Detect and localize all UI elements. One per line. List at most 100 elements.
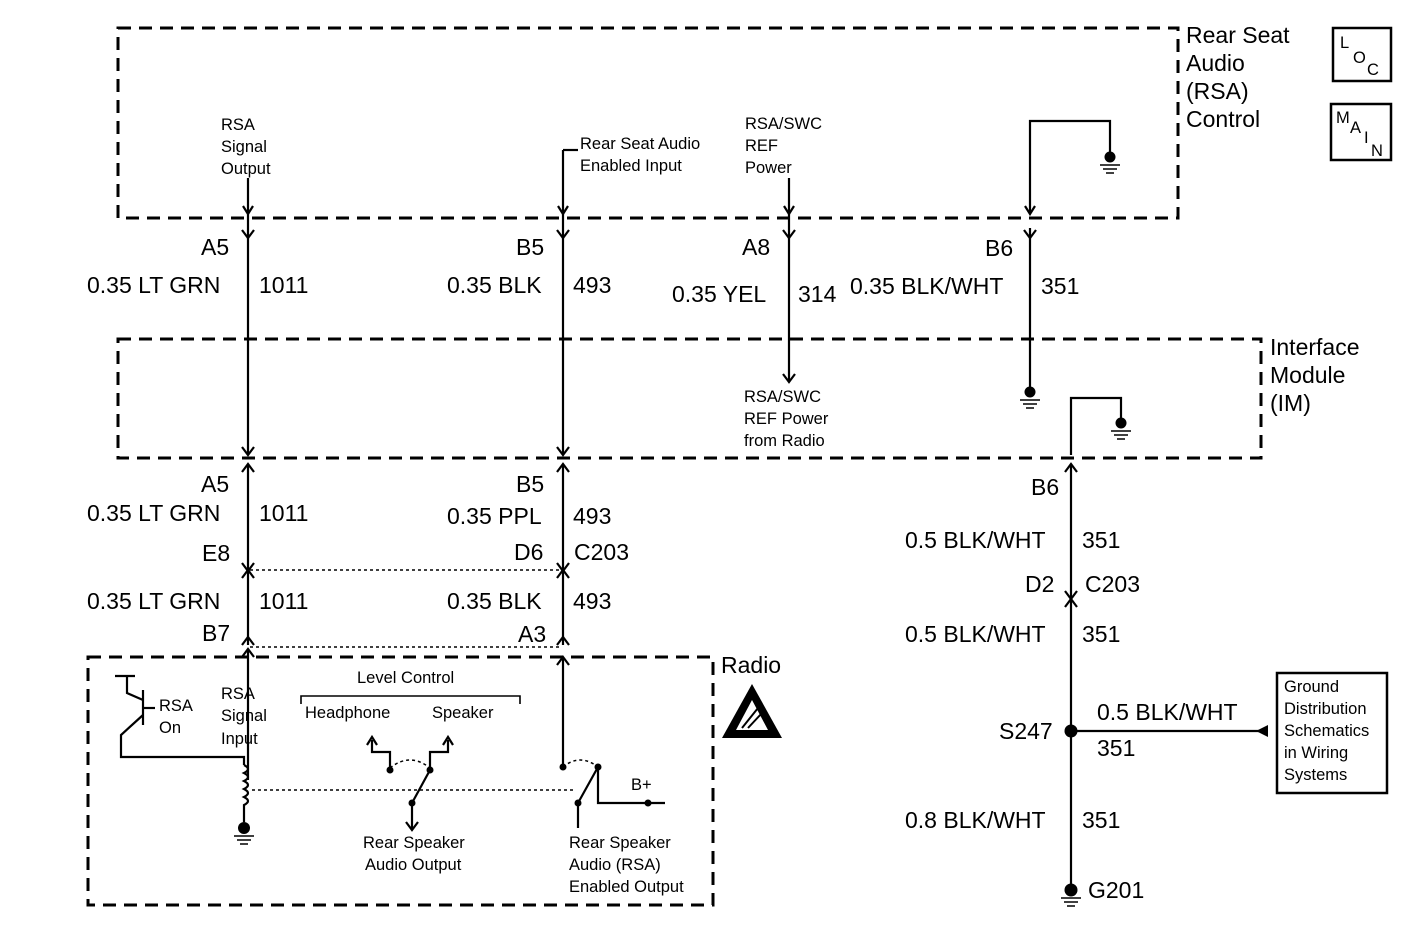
svg-text:C203: C203 — [1085, 571, 1140, 597]
svg-text:RSA/SWC: RSA/SWC — [745, 115, 822, 133]
circuit-b5-upper: B5 0.35 BLK 493 — [447, 234, 611, 298]
svg-text:RSA/SWC: RSA/SWC — [744, 388, 821, 406]
rsa-internal-ground-icon — [1028, 119, 1120, 212]
svg-text:L: L — [1340, 34, 1349, 52]
svg-text:0.35 BLK: 0.35 BLK — [447, 272, 542, 298]
rsa-enabled-input-label: Rear Seat Audio Enabled Input — [580, 135, 700, 175]
rsa-control-box — [116, 26, 1180, 220]
svg-text:D6: D6 — [514, 539, 543, 565]
svg-text:Module: Module — [1270, 362, 1345, 388]
svg-text:351: 351 — [1082, 527, 1120, 553]
svg-text:(IM): (IM) — [1270, 390, 1311, 416]
im-ground-icon — [1020, 386, 1040, 409]
svg-text:Rear Speaker: Rear Speaker — [569, 834, 671, 852]
svg-text:0.35 LT GRN: 0.35 LT GRN — [87, 272, 220, 298]
interface-module-title: Interface Module (IM) — [1270, 334, 1360, 416]
svg-text:493: 493 — [573, 503, 611, 529]
svg-text:Audio: Audio — [1186, 50, 1245, 76]
svg-text:0.35 LT GRN: 0.35 LT GRN — [87, 500, 220, 526]
svg-text:Rear Speaker: Rear Speaker — [363, 834, 465, 852]
circuit-a5-upper: A5 0.35 LT GRN 1011 — [87, 234, 308, 298]
svg-text:I: I — [1364, 129, 1369, 147]
svg-text:N: N — [1371, 142, 1383, 160]
loc-badge: L O C — [1331, 26, 1393, 83]
main-badge: M A I N — [1329, 102, 1393, 162]
svg-text:0.5 BLK/WHT: 0.5 BLK/WHT — [1097, 699, 1238, 725]
im-internal-ground-icon — [1069, 396, 1131, 455]
circuit-b5-lower: B5 0.35 PPL 493 D6 C203 0.35 BLK 493 A3 — [447, 471, 629, 647]
rsa-ref-power-label: RSA/SWC REF Power — [745, 115, 822, 177]
svg-text:Speaker: Speaker — [432, 704, 494, 722]
svg-text:M: M — [1336, 109, 1350, 127]
svg-text:O: O — [1353, 49, 1366, 67]
svg-text:Distribution: Distribution — [1284, 700, 1367, 718]
svg-text:S247: S247 — [999, 718, 1053, 744]
svg-text:0.35 LT GRN: 0.35 LT GRN — [87, 588, 220, 614]
svg-text:1011: 1011 — [259, 500, 308, 526]
svg-text:G201: G201 — [1088, 877, 1144, 903]
circuit-a5-lower: A5 0.35 LT GRN 1011 E8 0.35 LT GRN 1011 … — [87, 471, 308, 646]
svg-text:Interface: Interface — [1270, 334, 1360, 360]
svg-text:351: 351 — [1097, 735, 1135, 761]
rsa-signal-input-label: RSA Signal Input — [221, 685, 267, 748]
svg-text:from Radio: from Radio — [744, 432, 825, 450]
esd-warning-icon — [722, 684, 782, 738]
svg-text:0.35 BLK/WHT: 0.35 BLK/WHT — [850, 273, 1003, 299]
svg-text:0.5 BLK/WHT: 0.5 BLK/WHT — [905, 527, 1046, 553]
im-ref-power-label: RSA/SWC REF Power from Radio — [744, 388, 829, 450]
svg-text:Signal: Signal — [221, 707, 267, 725]
svg-text:Schematics: Schematics — [1284, 722, 1369, 740]
level-control: Level Control Headphone Speaker — [300, 669, 521, 832]
svg-text:in Wiring: in Wiring — [1284, 744, 1348, 762]
svg-text:Enabled Output: Enabled Output — [569, 878, 684, 896]
svg-text:B6: B6 — [985, 235, 1013, 261]
svg-text:A3: A3 — [518, 621, 546, 647]
svg-text:B5: B5 — [516, 234, 544, 260]
svg-text:Power: Power — [745, 159, 792, 177]
svg-text:C: C — [1367, 61, 1379, 79]
svg-text:B5: B5 — [516, 471, 544, 497]
svg-text:RSA: RSA — [221, 685, 255, 703]
svg-text:Systems: Systems — [1284, 766, 1347, 784]
radio-box — [86, 655, 715, 907]
svg-text:RSA: RSA — [221, 116, 255, 134]
svg-text:B6: B6 — [1031, 474, 1059, 500]
g201-ground-icon — [1061, 883, 1081, 907]
circuit-b6-upper: B6 0.35 BLK/WHT 351 — [850, 235, 1079, 299]
svg-text:Headphone: Headphone — [305, 704, 390, 722]
svg-text:C203: C203 — [574, 539, 629, 565]
svg-text:351: 351 — [1041, 273, 1079, 299]
svg-text:0.35 BLK: 0.35 BLK — [447, 588, 542, 614]
rsa-enabled-output-label: Rear Speaker Audio (RSA) Enabled Output — [569, 834, 684, 896]
svg-text:1011: 1011 — [259, 588, 308, 614]
rsa-enabled-switch — [559, 759, 665, 828]
svg-text:A: A — [1350, 119, 1361, 137]
ground-path-labels: B6 0.5 BLK/WHT 351 D2 C203 0.5 BLK/WHT 3… — [905, 474, 1238, 903]
rsa-on-transistor — [115, 674, 246, 765]
relay-coil-icon — [234, 764, 254, 845]
svg-text:Level Control: Level Control — [357, 669, 454, 687]
svg-text:351: 351 — [1082, 807, 1120, 833]
svg-text:Signal: Signal — [221, 138, 267, 156]
circuit-a8-upper: A8 0.35 YEL 314 — [672, 234, 837, 307]
radio-title: Radio — [721, 652, 781, 678]
svg-text:B7: B7 — [202, 620, 230, 646]
svg-text:0.35 YEL: 0.35 YEL — [672, 281, 766, 307]
svg-text:351: 351 — [1082, 621, 1120, 647]
interface-module-box — [116, 337, 1263, 460]
svg-text:Audio (RSA): Audio (RSA) — [569, 856, 661, 874]
svg-text:0.8 BLK/WHT: 0.8 BLK/WHT — [905, 807, 1046, 833]
ground-distribution-reference[interactable]: Ground Distribution Schematics in Wiring… — [1275, 671, 1389, 795]
svg-text:A5: A5 — [201, 234, 229, 260]
svg-text:REF: REF — [745, 137, 778, 155]
svg-text:Audio Output: Audio Output — [365, 856, 462, 874]
svg-text:Enabled Input: Enabled Input — [580, 157, 682, 175]
svg-text:493: 493 — [573, 272, 611, 298]
svg-text:0.35 PPL: 0.35 PPL — [447, 503, 542, 529]
svg-text:Input: Input — [221, 730, 258, 748]
svg-text:(RSA): (RSA) — [1186, 78, 1249, 104]
svg-text:On: On — [159, 719, 181, 737]
svg-text:RSA: RSA — [159, 697, 193, 715]
rsa-signal-output-label: RSA Signal Output — [221, 116, 271, 178]
